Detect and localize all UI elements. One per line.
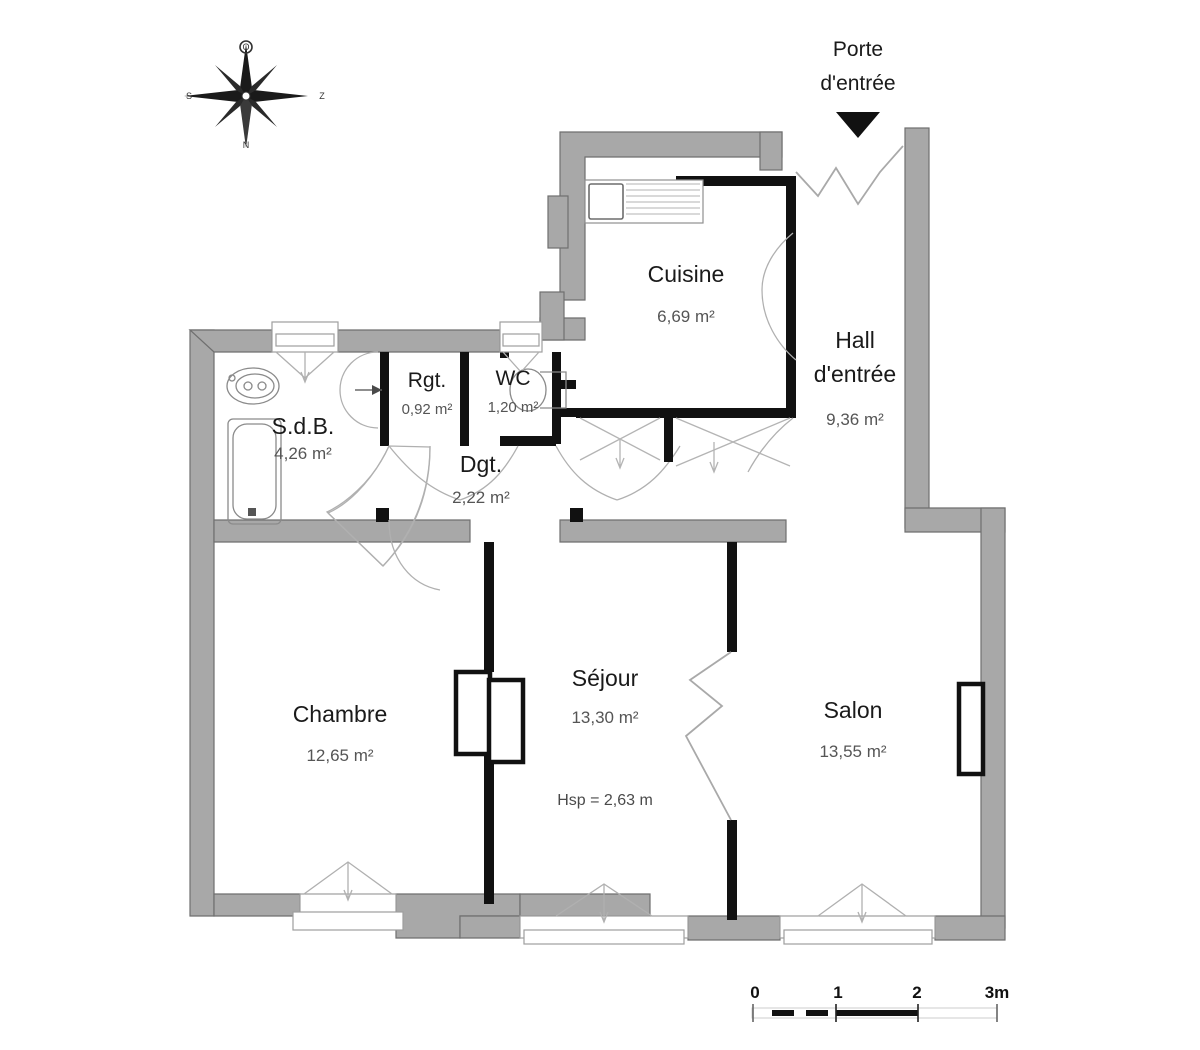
wall-niches	[453, 669, 986, 777]
room-area-salon: 13,55 m²	[819, 742, 886, 761]
room-label-wc: WC	[496, 367, 531, 390]
entry-door-label-line2: d'entrée	[820, 72, 895, 95]
room-label-hall: Hall	[835, 327, 875, 353]
room-label-dgt: Dgt.	[460, 451, 502, 477]
kitchen-sink-fixture	[584, 179, 704, 224]
windows	[271, 321, 936, 945]
entry-door-annotation: Porte d'entrée	[820, 38, 896, 138]
hall-closet-symbols	[579, 417, 791, 474]
compass-north-label: O	[242, 42, 249, 52]
entry-door-label-line1: Porte	[833, 38, 883, 61]
room-area-sejour: 13,30 m²	[571, 708, 638, 727]
wall-structure	[188, 127, 1006, 941]
scale-bar: 0 1 2 3m	[750, 983, 1009, 1022]
room-label-chambre: Chambre	[293, 701, 388, 727]
scale-tick-3: 3m	[985, 983, 1010, 1002]
room-label-sejour: Séjour	[572, 665, 639, 691]
room-area-cuisine: 6,69 m²	[657, 307, 715, 326]
partition-walls	[376, 176, 796, 920]
compass-east-label: Z	[319, 91, 325, 101]
room-area-sdb: 4,26 m²	[274, 444, 332, 463]
compass-rose: O S Z N	[184, 40, 325, 150]
scale-tick-1: 1	[833, 983, 842, 1002]
room-label-hall-line2: d'entrée	[814, 361, 896, 387]
compass-south-label: N	[243, 140, 250, 150]
room-labels: Cuisine 6,69 m² Hall d'entrée 9,36 m² S.…	[272, 261, 897, 809]
room-area-wc: 1,20 m²	[488, 399, 539, 416]
room-label-sdb: S.d.B.	[272, 413, 335, 439]
room-area-dgt: 2,22 m²	[452, 488, 510, 507]
compass-west-label: S	[186, 91, 192, 101]
entry-door-arrow-icon	[836, 112, 880, 138]
opening-symbols	[684, 145, 904, 821]
scale-tick-2: 2	[912, 983, 921, 1002]
door-swings	[325, 232, 797, 591]
ceiling-height-label: Hsp = 2,63 m	[557, 792, 653, 809]
room-area-hall: 9,36 m²	[826, 410, 884, 429]
bathroom-fixtures	[226, 351, 382, 525]
room-label-salon: Salon	[824, 697, 883, 723]
room-label-cuisine: Cuisine	[648, 261, 725, 287]
wc-fixture	[509, 368, 567, 412]
room-area-chambre: 12,65 m²	[306, 746, 373, 765]
room-label-rgt: Rgt.	[408, 369, 447, 392]
scale-tick-0: 0	[750, 983, 759, 1002]
room-area-rgt: 0,92 m²	[402, 401, 453, 418]
